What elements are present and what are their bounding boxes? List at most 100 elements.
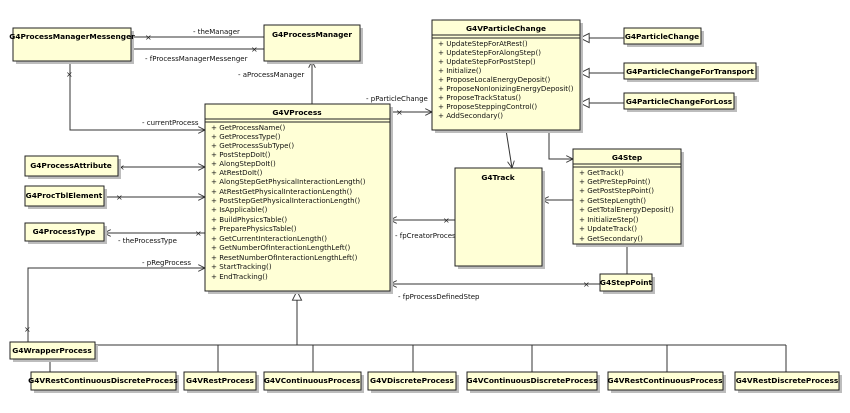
operations-process: + GetProcessName() + GetProcessType() + … — [211, 123, 366, 281]
class-name: G4VRestDiscreteProcess — [736, 376, 839, 385]
operation: + GetCurrentInteractionLength() — [211, 234, 327, 243]
operations-step: + GetTrack() + GetPreStepPoint() + GetPo… — [579, 168, 674, 243]
class-name: G4ParticleChangeForTransport — [626, 67, 754, 76]
role-f-messenger: - fProcessManagerMessenger — [145, 55, 248, 63]
role-p-particle-change: - pParticleChange — [366, 95, 428, 103]
class-name: G4VProcess — [272, 108, 322, 117]
operation: + ResetNumberOfInteractionLengthLeft() — [211, 253, 358, 262]
nav-x-mark: × — [118, 163, 125, 172]
nav-x-mark: × — [66, 70, 73, 79]
operation: + GetProcessName() — [211, 123, 285, 132]
class-name: G4Track — [481, 173, 515, 182]
operation: + UpdateStepForAlongStep() — [438, 48, 541, 57]
class-g4particlechangeforloss[interactable]: G4ParticleChangeForLoss — [623, 92, 737, 112]
operation: + IsApplicable() — [211, 205, 268, 214]
operation: + PreparePhysicsTable() — [211, 224, 297, 233]
class-name: G4ProcessAttribute — [30, 161, 112, 170]
operation: + BuildPhysicsTable() — [211, 215, 287, 224]
edge-messenger-process — [69, 61, 205, 130]
edges: × × - theManager - fProcessManagerMessen… — [24, 28, 787, 372]
nav-x-mark: × — [396, 108, 403, 117]
role-current-process: - currentProcess — [142, 119, 199, 127]
operation: + GetProcessSubType() — [211, 141, 294, 150]
edge-particlechange-track — [505, 129, 512, 168]
class-name: G4Step — [612, 153, 642, 162]
class-name: G4WrapperProcess — [12, 346, 92, 355]
class-name: G4ProcessManager — [272, 30, 352, 39]
nav-x-mark: × — [195, 229, 202, 238]
operation: + GetTrack() — [579, 168, 624, 177]
class-g4vprocess[interactable]: G4VProcess + GetProcessName() + GetProce… — [204, 103, 393, 294]
class-name: G4VRestContinuousDiscreteProcess — [28, 376, 178, 385]
operation: + GetStepLength() — [579, 196, 646, 205]
class-g4vparticlechange[interactable]: G4VParticleChange + UpdateStepForAtRest(… — [431, 19, 583, 133]
class-g4track[interactable]: G4Track — [454, 167, 545, 269]
operation: + UpdateStepForAtRest() — [438, 39, 528, 48]
operation: + UpdateTrack() — [579, 224, 637, 233]
role-fp-creator-process: - fpCreatorProcess — [395, 232, 460, 240]
class-g4particlechangefortransport[interactable]: G4ParticleChangeForTransport — [623, 62, 759, 82]
operation: + AtRestDoIt() — [211, 168, 263, 177]
class-name: G4VParticleChange — [466, 24, 546, 33]
nav-x-mark: × — [145, 33, 152, 42]
class-g4processmanagermessenger[interactable]: G4ProcessManagerMessenger — [9, 27, 135, 64]
operation: + ProposeSteppingControl() — [438, 102, 537, 111]
nav-x-mark: × — [24, 325, 31, 334]
operation: + Initialize() — [438, 66, 482, 75]
class-g4particlechange[interactable]: G4ParticleChange — [623, 27, 704, 47]
class-name: G4VDiscreteProcess — [370, 376, 455, 385]
operations-particlechange: + UpdateStepForAtRest() + UpdateStepForA… — [438, 39, 574, 120]
operation: + ProposeTrackStatus() — [438, 93, 521, 102]
class-g4vrestcontinuousdiscreteprocess[interactable]: G4VRestContinuousDiscreteProcess — [28, 371, 179, 393]
operation: + PostStepDoIt() — [211, 150, 271, 159]
edge-particlechange-step — [548, 130, 573, 159]
operation: + GetSecondary() — [579, 234, 643, 243]
class-name: G4ParticleChange — [625, 32, 699, 41]
class-g4processtype[interactable]: G4ProcessType — [24, 222, 107, 244]
role-a-process-manager: - aProcessManager — [238, 71, 304, 79]
class-name: G4VContinuousDiscreteProcess — [467, 376, 599, 385]
class-name: G4ParticleChangeForLoss — [626, 97, 733, 106]
operation: + GetTotalEnergyDeposit() — [579, 205, 674, 214]
operation: + UpdateStepForPostStep() — [438, 57, 536, 66]
role-fp-process-defined-step: - fpProcessDefinedStep — [398, 293, 480, 301]
operation: + GetProcessType() — [211, 132, 281, 141]
role-the-manager: - theManager — [193, 28, 240, 36]
operation: + AtRestGetPhysicalInteractionLength() — [211, 187, 352, 196]
operation: + AlongStepDoIt() — [211, 159, 276, 168]
operation: + AddSecondary() — [438, 111, 503, 120]
class-g4processattribute[interactable]: G4ProcessAttribute — [24, 155, 121, 179]
class-g4wrapperprocess[interactable]: G4WrapperProcess — [9, 341, 98, 362]
operation: + EndTracking() — [211, 272, 268, 281]
operation: + GetPostStepPoint() — [579, 186, 654, 195]
class-g4vrestdiscreteprocess[interactable]: G4VRestDiscreteProcess — [734, 371, 842, 393]
class-g4step[interactable]: G4Step + GetTrack() + GetPreStepPoint() … — [572, 148, 684, 247]
class-g4vdiscreteprocess[interactable]: G4VDiscreteProcess — [367, 371, 459, 393]
role-p-reg-process: - pRegProcess — [142, 259, 191, 267]
edge-wrapper-process — [27, 268, 205, 342]
nav-x-mark: × — [583, 280, 590, 289]
class-name: G4ProcessType — [33, 227, 96, 236]
nav-x-mark: × — [251, 45, 258, 54]
class-g4vcontinuousdiscreteprocess[interactable]: G4VContinuousDiscreteProcess — [466, 371, 601, 393]
operation: + InitializeStep() — [579, 215, 639, 224]
class-g4steppoint[interactable]: G4StepPoint — [599, 273, 655, 294]
class-name: G4VContinuousProcess — [264, 376, 361, 385]
nav-x-mark: × — [116, 193, 123, 202]
operation: + GetPreStepPoint() — [579, 177, 651, 186]
class-name: G4ProcTblElement — [26, 191, 103, 200]
operation: + StartTracking() — [211, 262, 272, 271]
role-the-process-type: - theProcessType — [118, 237, 177, 245]
class-name: G4ProcessManagerMessenger — [9, 32, 135, 41]
class-g4processmanager[interactable]: G4ProcessManager — [263, 24, 363, 64]
class-g4proctblelement[interactable]: G4ProcTblElement — [24, 185, 107, 209]
operation: + ProposeLocalEnergyDeposit() — [438, 75, 550, 84]
class-g4vrestcontinuousprocess[interactable]: G4VRestContinuousProcess — [607, 371, 726, 393]
class-name: G4StepPoint — [600, 278, 653, 287]
operation: + ProposeNonIonizingEnergyDeposit() — [438, 84, 574, 93]
class-name: G4VRestContinuousProcess — [608, 376, 724, 385]
class-g4vcontinuousprocess[interactable]: G4VContinuousProcess — [263, 371, 364, 393]
class-g4vrestprocess[interactable]: G4VRestProcess — [183, 371, 259, 393]
class-name: G4VRestProcess — [186, 376, 254, 385]
